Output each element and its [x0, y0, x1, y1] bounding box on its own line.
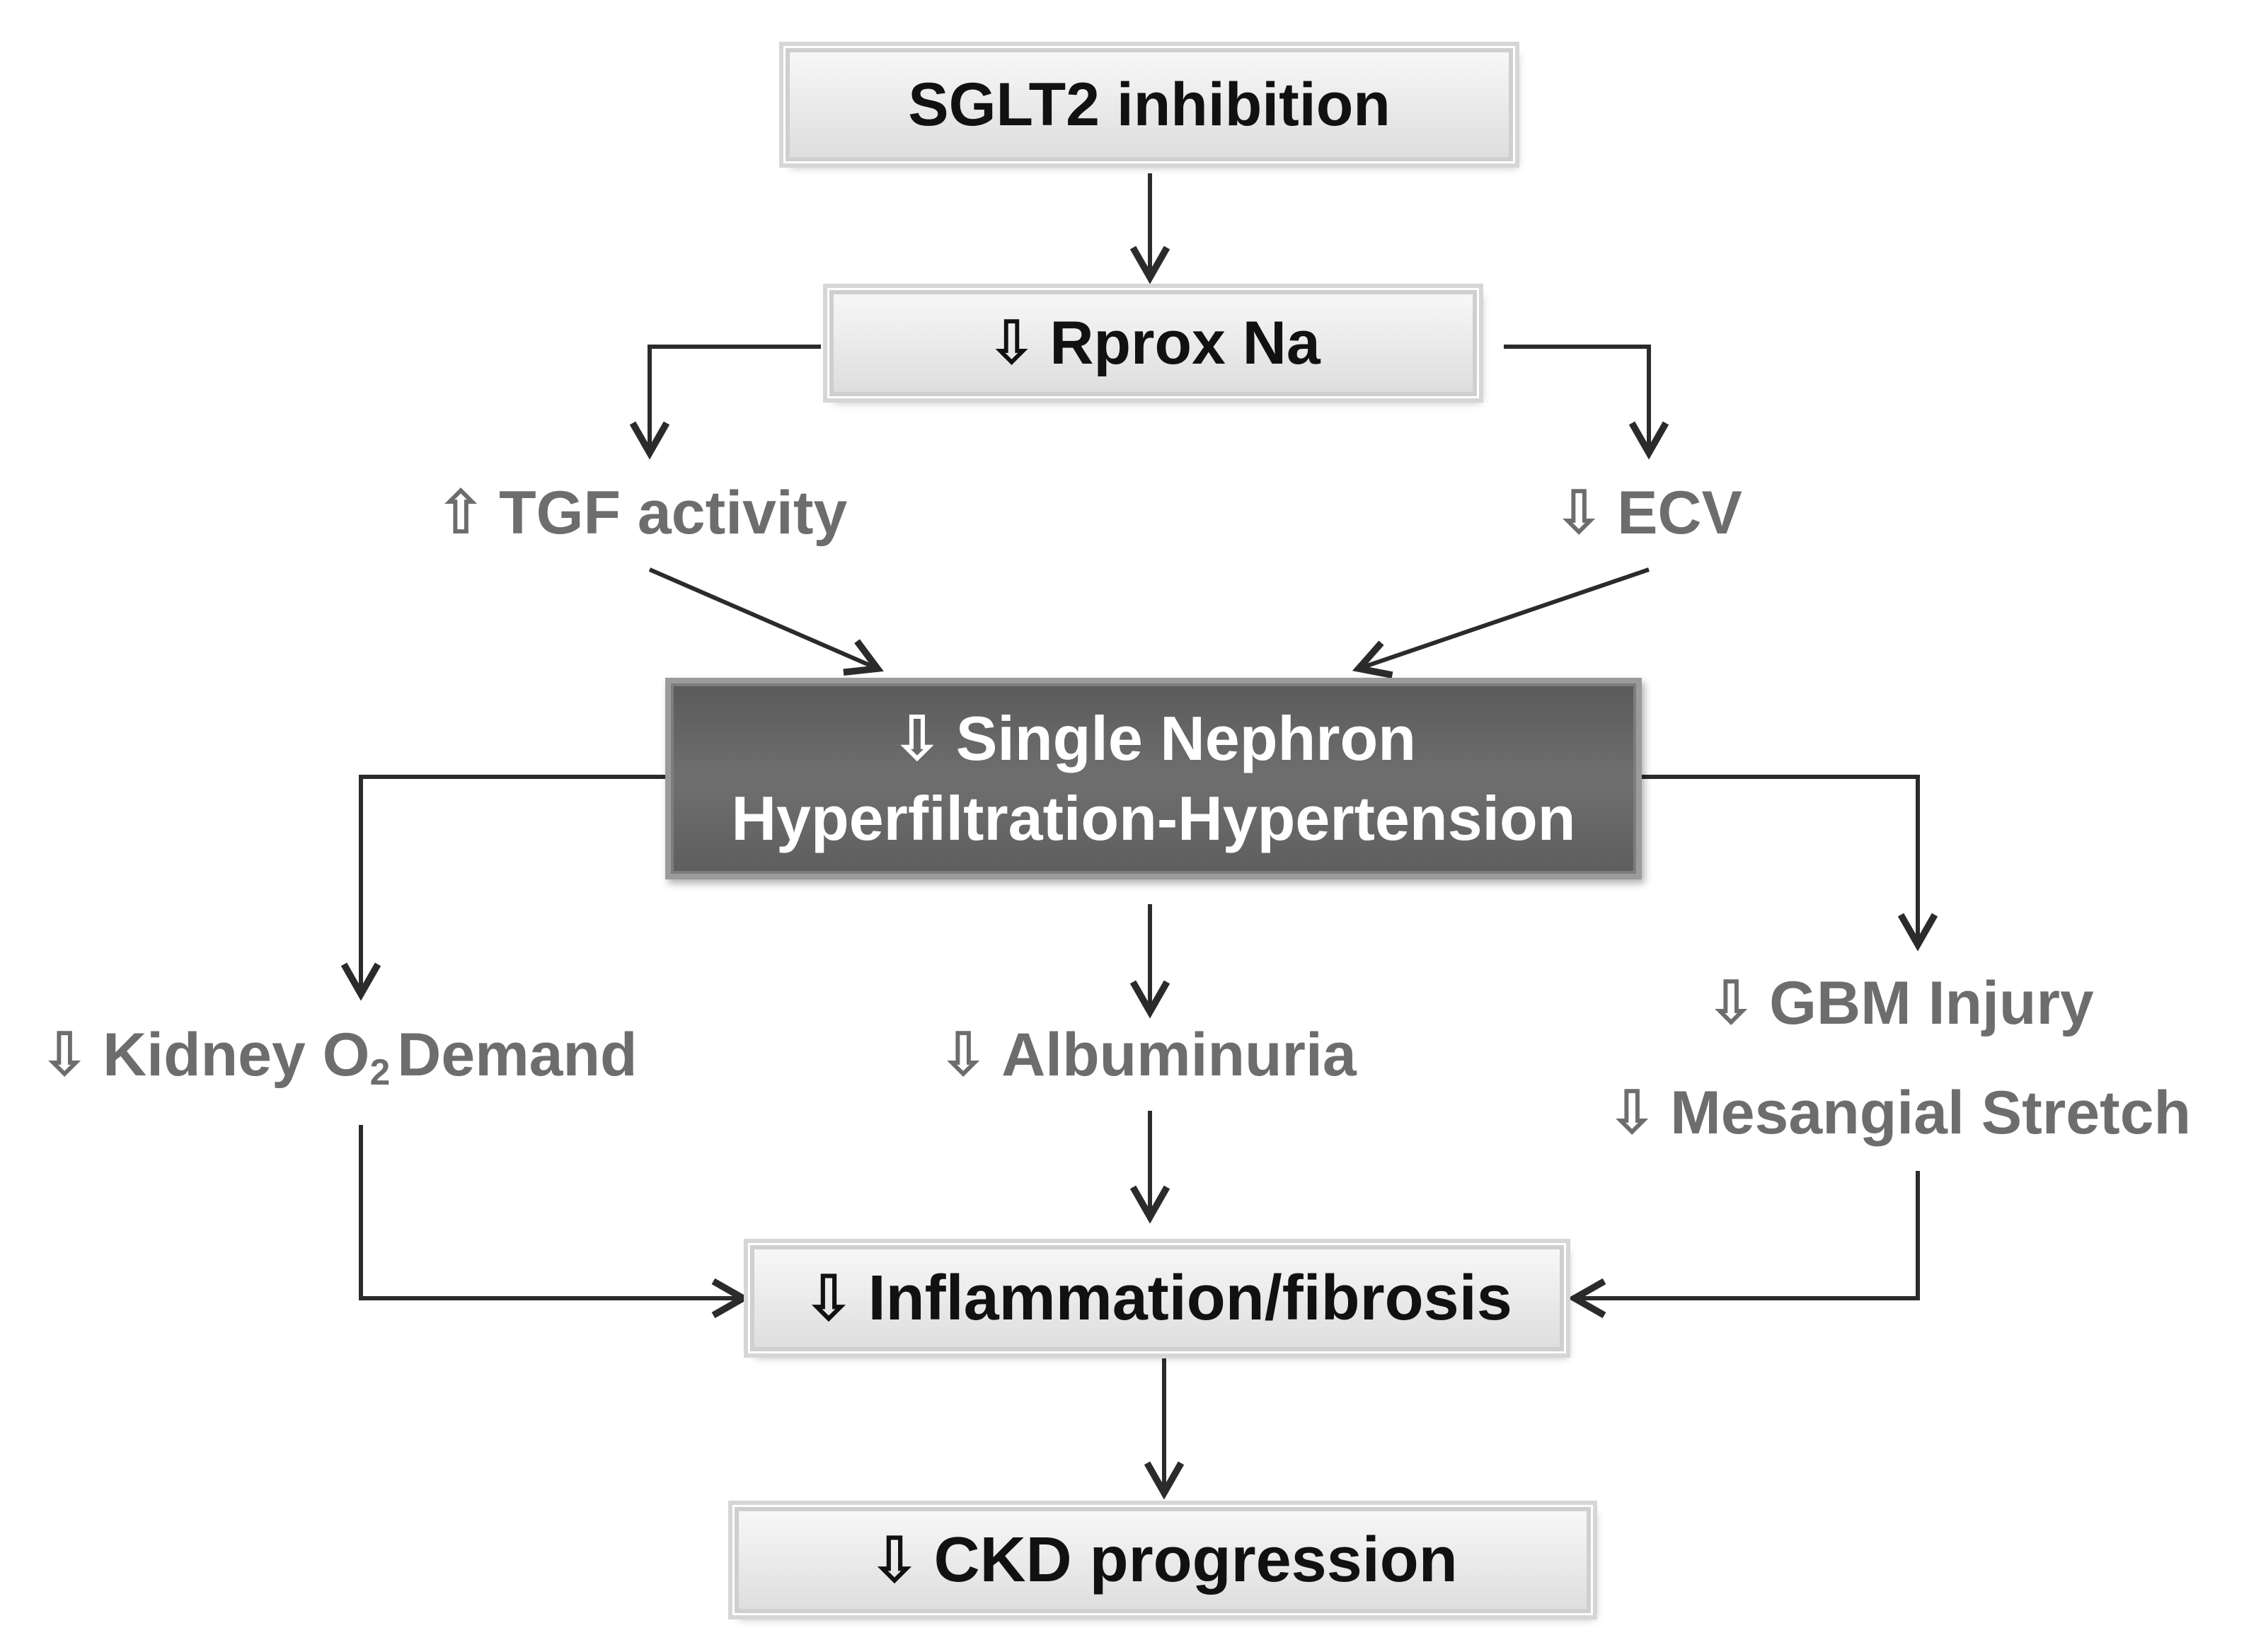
down-arrow-icon: ⇩: [868, 1525, 921, 1596]
down-arrow-icon: ⇩: [1606, 1079, 1658, 1147]
node-albuminuria: ⇩Albuminuria: [938, 1024, 1357, 1085]
down-arrow-icon: ⇩: [986, 309, 1037, 377]
node-ecv: ⇩ECV: [1553, 483, 1742, 543]
node-mesangial-stretch: ⇩Mesangial Stretch: [1606, 1082, 2191, 1143]
node-single-nephron-hyperfiltration: ⇩ Single Nephron Hyperfiltration-Hyperte…: [665, 678, 1642, 879]
arrow-hyperfiltration-to-gbm: [1635, 775, 1938, 952]
down-arrow-icon: ⇩: [39, 1021, 91, 1089]
down-arrow-icon: ⇩: [1705, 969, 1757, 1037]
node-mesangial-stretch-label: Mesangial Stretch: [1670, 1079, 2192, 1147]
node-rprox-na-label: Rprox Na: [1049, 308, 1321, 377]
arrow-o2demand-to-inflammation: [359, 1125, 750, 1319]
arrow-rprox-to-ecv: [1504, 345, 1669, 460]
down-arrow-icon: ⇩: [891, 703, 943, 773]
down-arrow-icon: ⇩: [938, 1021, 989, 1089]
node-inflammation-fibrosis: ⇩ Inflammation/fibrosis: [748, 1243, 1566, 1353]
node-inflammation-label: Inflammation/fibrosis: [868, 1262, 1512, 1334]
node-sglt2-inhibition-label: SGLT2 inhibition: [908, 70, 1391, 139]
node-albuminuria-label: Albuminuria: [1001, 1021, 1357, 1089]
node-tgf-activity-label: TGF activity: [499, 479, 848, 547]
arrow-rprox-to-tgf: [629, 345, 821, 460]
node-gbm-injury-label: GBM Injury: [1769, 969, 2094, 1037]
up-arrow-icon: ⇧: [435, 479, 487, 547]
node-gbm-injury: ⇩GBM Injury: [1705, 973, 2094, 1034]
arrow-ecv-to-hyperfiltration: [1352, 567, 1650, 678]
arrow-tgf-to-hyperfiltration: [648, 567, 884, 676]
node-ckd-label: CKD progression: [933, 1524, 1458, 1595]
node-rprox-na: ⇩ Rprox Na: [827, 288, 1479, 398]
node-hyperfiltration-line2: Hyperfiltration-Hypertension: [731, 782, 1576, 853]
node-sglt2-inhibition: SGLT2 inhibition: [783, 46, 1515, 163]
arrow-hyperfiltration-to-o2demand: [340, 775, 671, 1001]
down-arrow-icon: ⇩: [1553, 479, 1605, 547]
node-hyperfiltration-line1: Single Nephron: [955, 703, 1416, 773]
node-tgf-activity: ⇧TGF activity: [435, 483, 847, 543]
arrow-mesangial-to-inflammation: [1567, 1171, 1920, 1319]
node-o2-subscript: 2: [369, 1051, 391, 1092]
node-ckd-progression: ⇩ CKD progression: [732, 1505, 1593, 1615]
node-o2-label-after: Demand: [397, 1021, 638, 1089]
node-o2-label-before: Kidney O: [103, 1021, 370, 1089]
down-arrow-icon: ⇩: [802, 1263, 856, 1334]
node-ecv-label: ECV: [1617, 479, 1742, 547]
